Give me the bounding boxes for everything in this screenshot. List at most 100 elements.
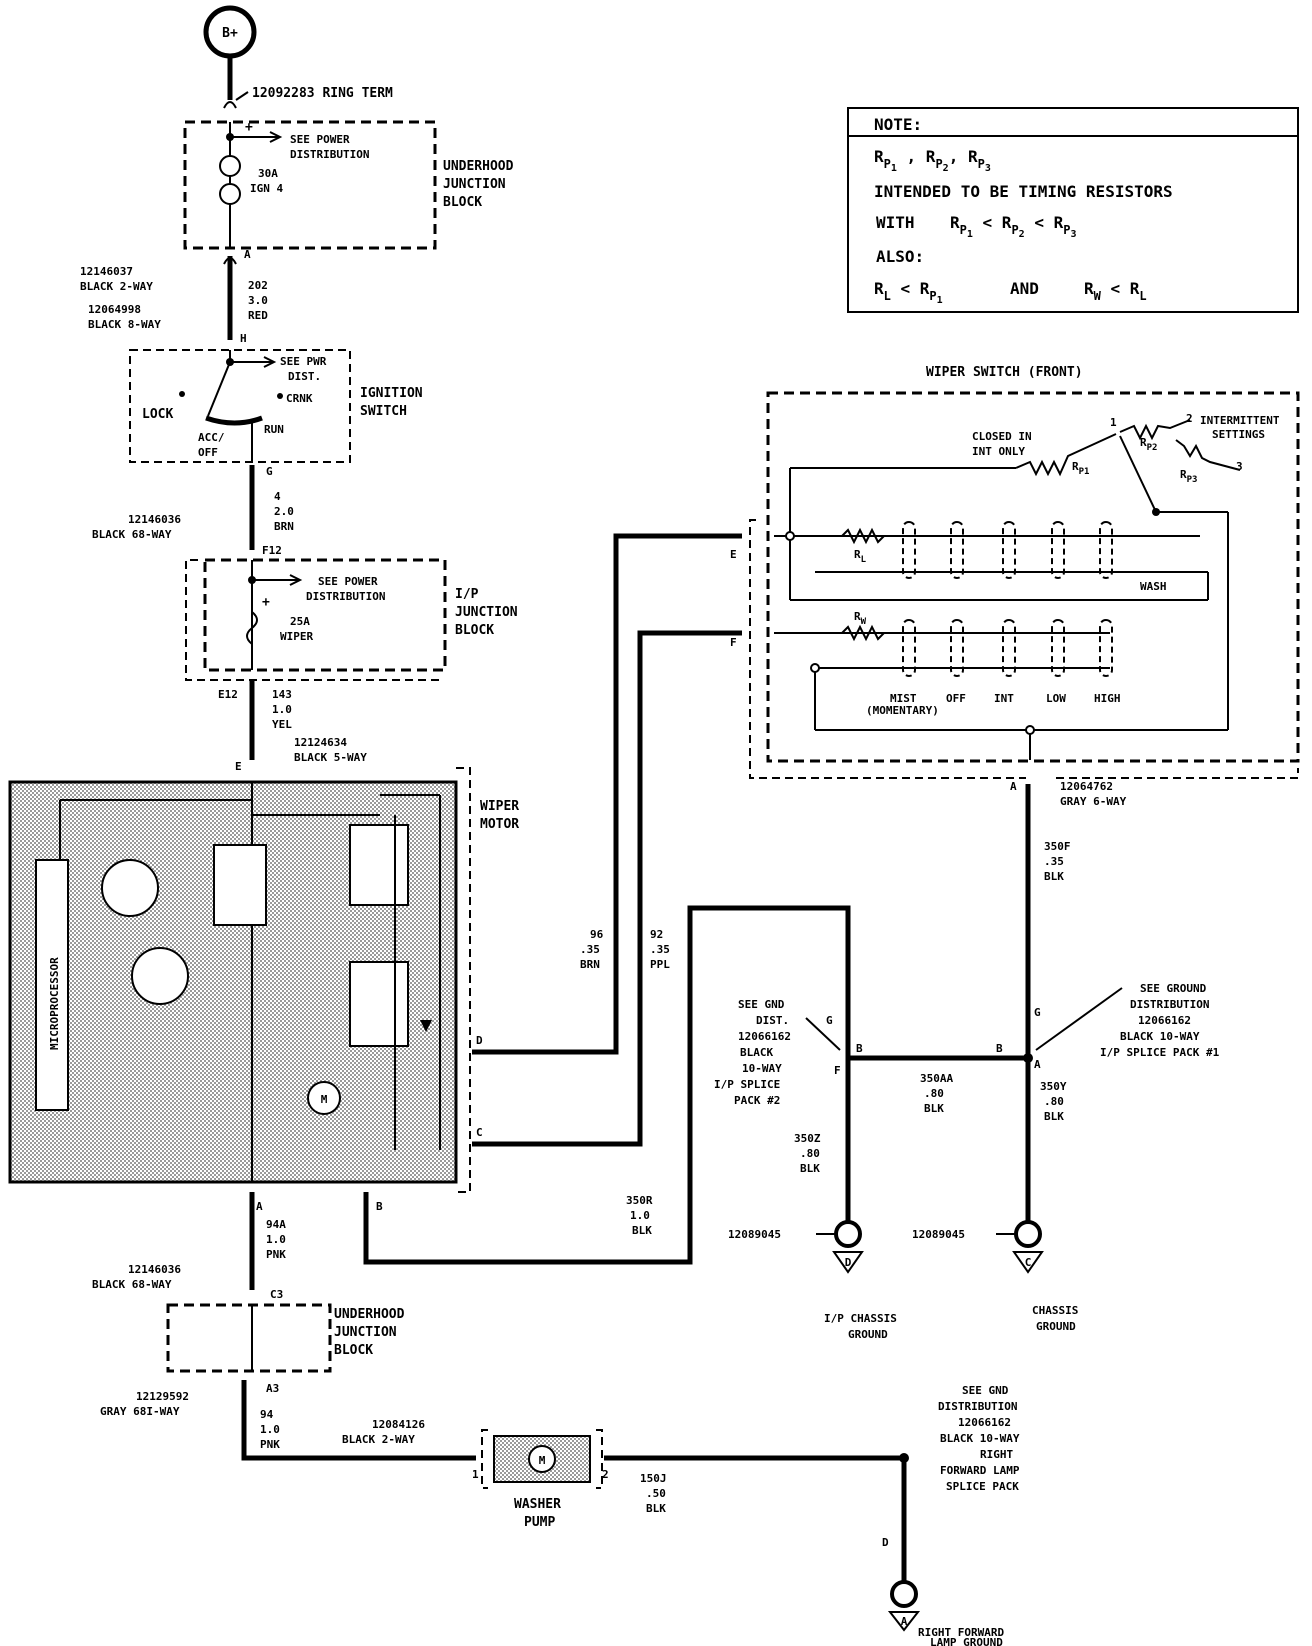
switch-pos-low: LOW — [1046, 692, 1066, 705]
conn2-12146036-pn: 12146036 — [128, 1263, 181, 1276]
gnd-bottom-3: 12066162 — [958, 1416, 1011, 1429]
wire-94a-size: 1.0 — [266, 1233, 286, 1246]
pin-b-left: B — [856, 1042, 863, 1055]
conn-12129592-desc: GRAY 68I-WAY — [100, 1405, 180, 1418]
ip-title-3: BLOCK — [455, 623, 494, 638]
wire-350r-size: 1.0 — [630, 1209, 650, 1222]
wire-94-color: PNK — [260, 1438, 280, 1451]
wire-96-num: 96 — [590, 928, 604, 941]
rf-ground-name-2: LAMP GROUND — [930, 1636, 1003, 1646]
wire-150j-size: .50 — [646, 1487, 666, 1500]
wire-350f-color: BLK — [1044, 870, 1064, 883]
ip-junction-block: + SEE POWER DISTRIBUTION 25A WIPER — [203, 558, 447, 672]
ign-see-1: SEE PWR — [280, 355, 327, 368]
gnd-right-2: DISTRIBUTION — [1130, 998, 1209, 1011]
wire-94-size: 1.0 — [260, 1423, 280, 1436]
gnd-left-6: I/P SPLICE — [714, 1078, 780, 1091]
switch-pos-1: 1 — [1110, 416, 1117, 429]
wire-350r-color: BLK — [632, 1224, 652, 1237]
ign-acc: ACC/ — [198, 431, 225, 444]
svg-text:RP3: RP3 — [1180, 468, 1197, 485]
chassis-ground: C — [1012, 1220, 1044, 1274]
gnd-bottom-1: SEE GND — [962, 1384, 1009, 1397]
gnd-bottom-6: FORWARD LAMP — [940, 1464, 1020, 1477]
uhjb2-title-3: BLOCK — [334, 1343, 373, 1358]
fuse-30a-label: 30A — [258, 167, 278, 180]
conn-12146036-pn: 12146036 — [128, 513, 181, 526]
conn-12064998-desc: BLACK 8-WAY — [88, 318, 161, 331]
switch-pos-2: 2 — [1186, 412, 1193, 425]
ip-see-1: SEE POWER — [318, 575, 378, 588]
wire-350y-color: BLK — [1044, 1110, 1064, 1123]
wire-202-color: RED — [248, 309, 268, 322]
pin-h-ign: H — [240, 332, 247, 345]
ign-off: OFF — [198, 446, 218, 459]
ip-chassis-name-1: I/P CHASSIS — [824, 1312, 897, 1325]
conn2-12146036-desc: BLACK 68-WAY — [92, 1278, 172, 1291]
switch-int-settings-2: SETTINGS — [1212, 428, 1265, 441]
right-forward-lamp-ground: A — [887, 1580, 921, 1632]
gnd-left-7: PACK #2 — [734, 1094, 780, 1107]
wire-92-num: 92 — [650, 928, 663, 941]
rf-ground-letter: A — [901, 1615, 908, 1628]
wire-92-size: .35 — [650, 943, 670, 956]
ignition-switch: SEE PWR DIST. CRNK LOCK ACC/ OFF RUN — [129, 349, 351, 463]
gnd-bottom-7: SPLICE PACK — [946, 1480, 1019, 1493]
ip-chassis-pn: 12089045 — [728, 1228, 781, 1241]
conn-12146037-desc: BLACK 2-WAY — [80, 280, 153, 293]
gnd-left-4: BLACK — [740, 1046, 773, 1059]
wire-350y-size: .80 — [1044, 1095, 1064, 1108]
switch-pos-int: INT — [994, 692, 1014, 705]
pin-b-motor: B — [376, 1200, 383, 1213]
switch-pos-high: HIGH — [1094, 692, 1121, 705]
note-box: NOTE: RP1 , RP2, RP3 INTENDED TO BE TIMI… — [847, 107, 1299, 313]
pin-f-switch: F — [730, 636, 737, 649]
wire-4-color: BRN — [274, 520, 294, 533]
washer-pump: M — [481, 1429, 603, 1489]
chassis-name-1: CHASSIS — [1032, 1304, 1078, 1317]
conn-12084126-desc: BLACK 2-WAY — [342, 1433, 415, 1446]
wire-350f-num: 350F — [1044, 840, 1071, 853]
svg-text:RP2: RP2 — [1140, 436, 1157, 453]
conn-12064762-desc: GRAY 6-WAY — [1060, 795, 1127, 808]
pin-e-switch: E — [730, 548, 737, 561]
underhood-junction-block-top: + SEE POWER DISTRIBUTION 30A IGN 4 — [183, 120, 437, 250]
pin-a-switch: A — [1010, 780, 1017, 793]
ring-term-label: 12092283 RING TERM — [252, 86, 393, 101]
conn-12064998-pn: 12064998 — [88, 303, 141, 316]
gnd-right-5: I/P SPLICE PACK #1 — [1100, 1046, 1220, 1059]
uhjb2-title-2: JUNCTION — [334, 1325, 397, 1340]
wire-143-color: YEL — [272, 718, 292, 731]
pin-g-left: G — [826, 1014, 833, 1027]
wire-350aa-size: .80 — [924, 1087, 944, 1100]
wire-143-size: 1.0 — [272, 703, 292, 716]
battery-label: B+ — [222, 26, 238, 41]
ip-see-2: DISTRIBUTION — [306, 590, 385, 603]
gnd-right-1: SEE GROUND — [1140, 982, 1207, 995]
note-with: WITH — [876, 213, 915, 232]
pin-c-motor: C — [476, 1126, 483, 1139]
washer-title-1: WASHER — [514, 1497, 561, 1512]
switch-pos-mist: MIST — [890, 692, 917, 705]
switch-pos-off: OFF — [946, 692, 966, 705]
note-also: ALSO: — [876, 247, 924, 266]
gnd-left-3: 12066162 — [738, 1030, 791, 1043]
wire-350y-num: 350Y — [1040, 1080, 1067, 1093]
ign-see-2: DIST. — [288, 370, 321, 383]
pin-f12: F12 — [262, 544, 282, 557]
svg-text:RP1: RP1 — [1072, 460, 1089, 477]
switch-wash: WASH — [1140, 580, 1167, 593]
uhjb-title-3: BLOCK — [443, 195, 482, 210]
gnd-left-2: DIST. — [756, 1014, 789, 1027]
conn-12084126-pn: 12084126 — [372, 1418, 425, 1431]
wire-350z-color: BLK — [800, 1162, 820, 1175]
pin-e-motor: E — [235, 760, 242, 773]
svg-text:+: + — [262, 595, 270, 610]
chassis-name-2: GROUND — [1036, 1320, 1076, 1333]
pin-b-right: B — [996, 1042, 1003, 1055]
motor-title-1: WIPER — [480, 799, 519, 814]
svg-text:RL: RL — [854, 548, 867, 565]
wire-150j-num: 150J — [640, 1472, 667, 1485]
pin-e12: E12 — [218, 688, 238, 701]
